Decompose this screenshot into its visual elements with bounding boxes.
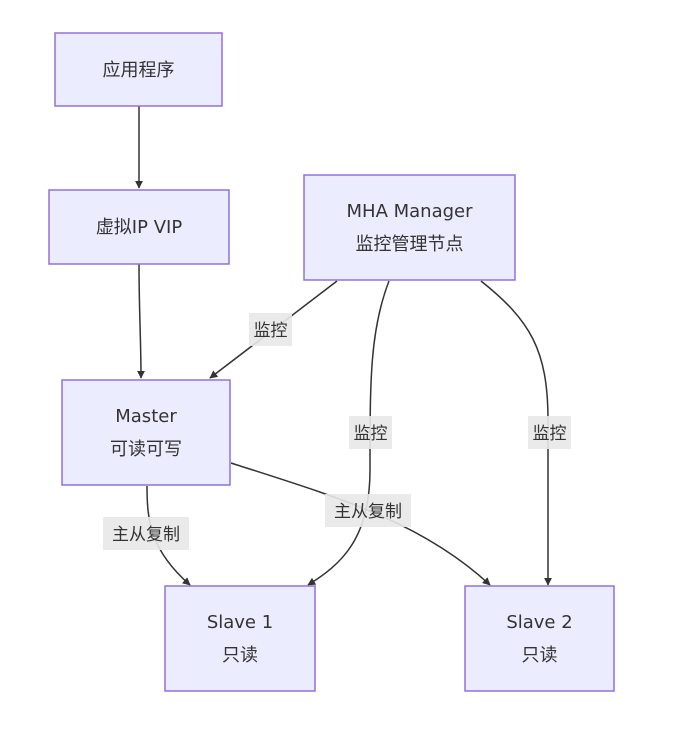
node-slave1: Slave 1 只读: [164, 585, 316, 692]
edge-label-mha-master: 监控: [249, 313, 292, 346]
edge-label-text: 主从复制: [334, 502, 402, 522]
node-slave1-subtitle: 只读: [222, 645, 258, 666]
node-master: Master 可读可写: [61, 379, 231, 486]
node-vip-label: 虚拟IP VIP: [96, 217, 183, 238]
node-mha-manager-title: MHA Manager: [347, 201, 474, 222]
edge-label-master-slave1: 主从复制: [103, 517, 189, 550]
node-master-title: Master: [115, 406, 177, 427]
node-slave2: Slave 2 只读: [464, 585, 615, 692]
node-app: 应用程序: [54, 32, 223, 107]
edge-label-text: 主从复制: [112, 525, 180, 545]
edge-label-mha-slave2: 监控: [528, 416, 571, 449]
node-slave1-title: Slave 1: [207, 612, 273, 633]
node-mha-manager-subtitle: 监控管理节点: [356, 234, 464, 255]
edge-label-master-slave2: 主从复制: [325, 494, 411, 527]
node-vip: 虚拟IP VIP: [48, 189, 230, 265]
edge-mha-slave1: [307, 280, 390, 586]
edge-vip-master: [136, 263, 145, 379]
edge-label-text: 监控: [533, 424, 567, 444]
node-app-label: 应用程序: [103, 60, 175, 81]
edge-label-text: 监控: [354, 424, 388, 444]
edge-mha-slave2: [480, 280, 552, 586]
node-slave2-title: Slave 2: [506, 612, 572, 633]
edge-label-text: 监控: [254, 321, 288, 341]
node-mha-manager: MHA Manager 监控管理节点: [303, 174, 516, 281]
node-slave2-subtitle: 只读: [522, 645, 558, 666]
node-master-subtitle: 可读可写: [110, 439, 182, 460]
edge-label-mha-slave1: 监控: [349, 416, 392, 449]
